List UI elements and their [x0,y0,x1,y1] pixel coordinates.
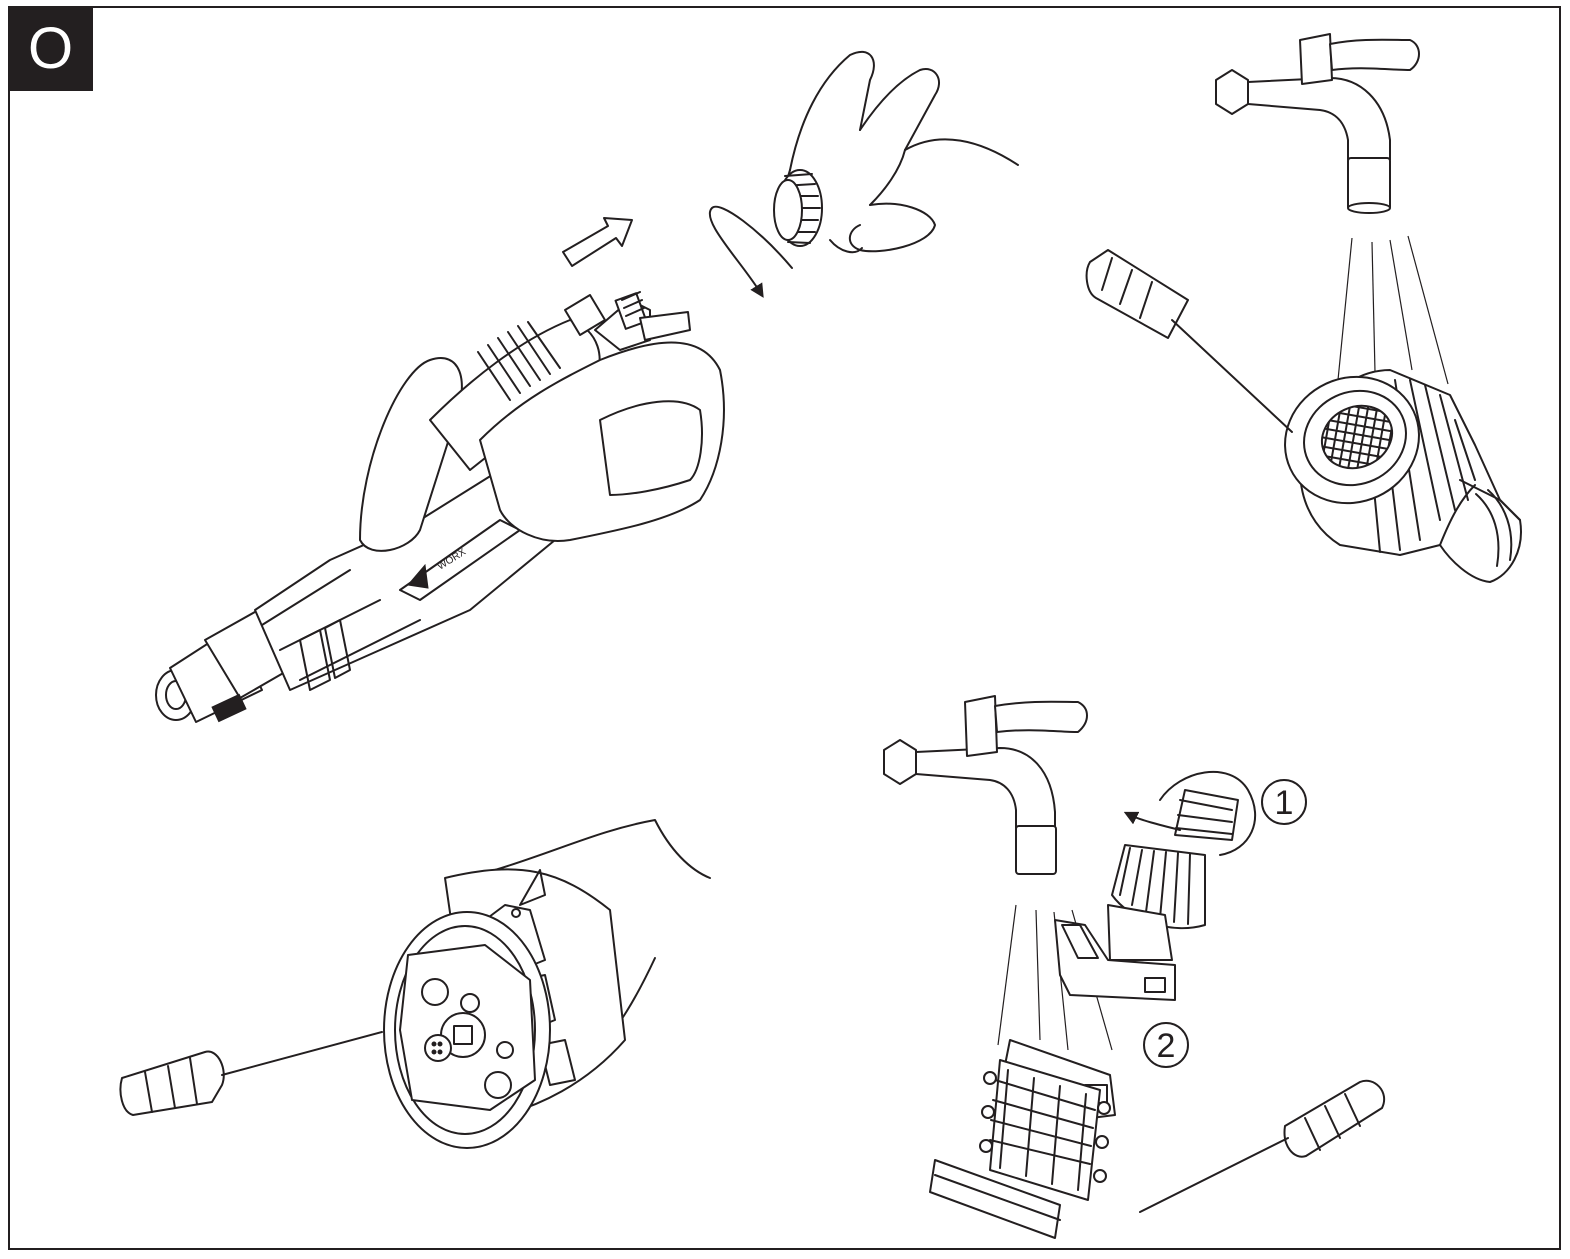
pressure-washer-gun: WORX [155,291,725,723]
figure-frame [8,6,1561,1250]
tap-bottom [883,695,1088,875]
rotate-arrow-icon [708,205,793,298]
callout-2: 2 [1157,1027,1176,1065]
callout-1-circle [1261,779,1307,825]
cleaning-needle-icon [1085,249,1293,433]
inlet-filter-bottom [929,1039,1116,1239]
callout-2-circle [1143,1022,1189,1068]
quick-connector: 1 [1111,770,1307,930]
coupling-adapter: 2 [1054,904,1189,1068]
cleaning-needle-icon-right [1139,1079,1385,1213]
inlet-filter-top [1284,369,1522,583]
step-badge: O [8,6,93,91]
callout-1: 1 [1275,784,1294,822]
tap-top [1215,33,1420,214]
flow-lines-top [1337,235,1449,385]
hand-with-coupling [773,50,1019,254]
nozzle-front [383,819,711,1149]
cleaning-needle-icon-left [119,1031,383,1116]
push-direction-arrow-icon [562,217,633,267]
